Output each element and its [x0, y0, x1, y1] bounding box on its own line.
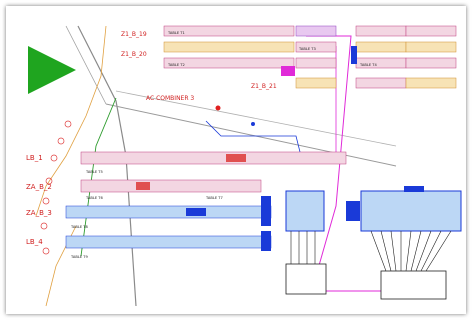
cable-line	[205, 120, 302, 157]
table-label: TABLE T1	[167, 31, 185, 35]
table-label: TABLE T9	[70, 255, 88, 259]
table-label: TABLE T6	[85, 196, 103, 200]
note-label: AC COMBINER 3	[146, 95, 194, 102]
cad-drawing: Z1_B_19 Z1_B_20 Z1_B_21 AC COMBINER 3	[26, 25, 462, 307]
road-line	[77, 25, 137, 307]
site-label: Z1_B_20	[121, 51, 147, 58]
road-line-diagonal	[105, 103, 397, 167]
table-label: TABLE T8	[70, 225, 88, 229]
table-label: TABLE T4	[359, 63, 377, 67]
single-line-diagram-small	[285, 190, 327, 295]
table-rows	[65, 151, 347, 251]
cad-sheet: Z1_B_19 Z1_B_20 Z1_B_21 AC COMBINER 3	[6, 6, 466, 314]
road-edge-diagonal	[115, 90, 397, 147]
row-label: LB_1	[26, 154, 43, 162]
row-label: LB_4	[26, 238, 43, 246]
table-label: TABLE T5	[85, 170, 103, 174]
table-label: TABLE T3	[298, 47, 316, 51]
road-edge	[65, 25, 107, 105]
green-path	[80, 97, 117, 257]
row-label: ZA_B_2	[26, 183, 52, 191]
table-label: TABLE T2	[167, 63, 185, 67]
boundary-markers	[40, 120, 72, 255]
combiner-marker	[215, 105, 221, 111]
north-arrow-icon	[28, 46, 76, 94]
site-label: Z1_B_21	[251, 83, 277, 90]
table-label: TABLE T7	[205, 196, 223, 200]
row-label: ZA_B_3	[26, 209, 52, 217]
single-line-diagram-large	[346, 186, 462, 300]
boundary-line	[35, 25, 107, 217]
site-label: Z1_B_19	[121, 31, 147, 38]
top-table-blocks	[163, 25, 457, 89]
junction-marker	[251, 122, 255, 126]
